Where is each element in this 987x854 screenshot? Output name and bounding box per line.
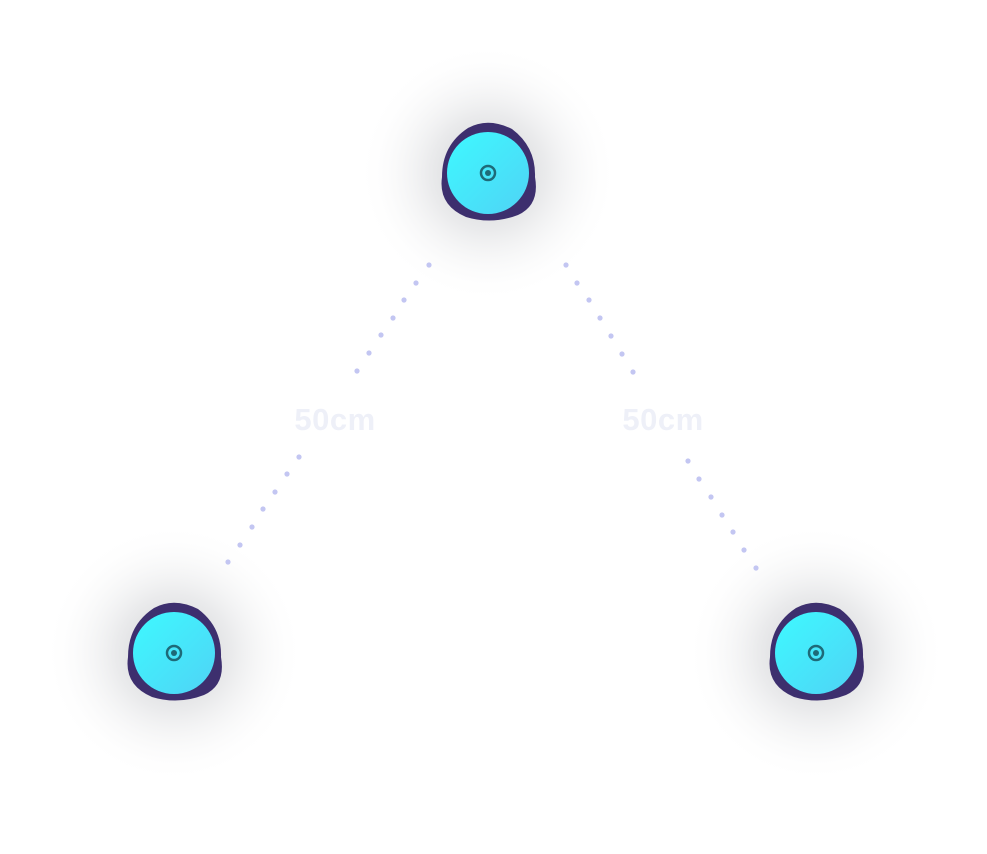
- sensor-node-icon: [127, 602, 222, 701]
- sensor-node-icon: [441, 122, 536, 221]
- left-distance-label: 50cm: [294, 402, 375, 437]
- sensor-node-bottom-right: [769, 602, 864, 701]
- right-distance-label: 50cm: [622, 402, 703, 437]
- right-dotted-connector: [563, 262, 759, 571]
- sensor-node-bottom-left: [127, 602, 222, 701]
- left-dotted-connector: [225, 262, 432, 565]
- sensor-node-icon: [769, 602, 864, 701]
- sensor-node-top: [441, 122, 536, 221]
